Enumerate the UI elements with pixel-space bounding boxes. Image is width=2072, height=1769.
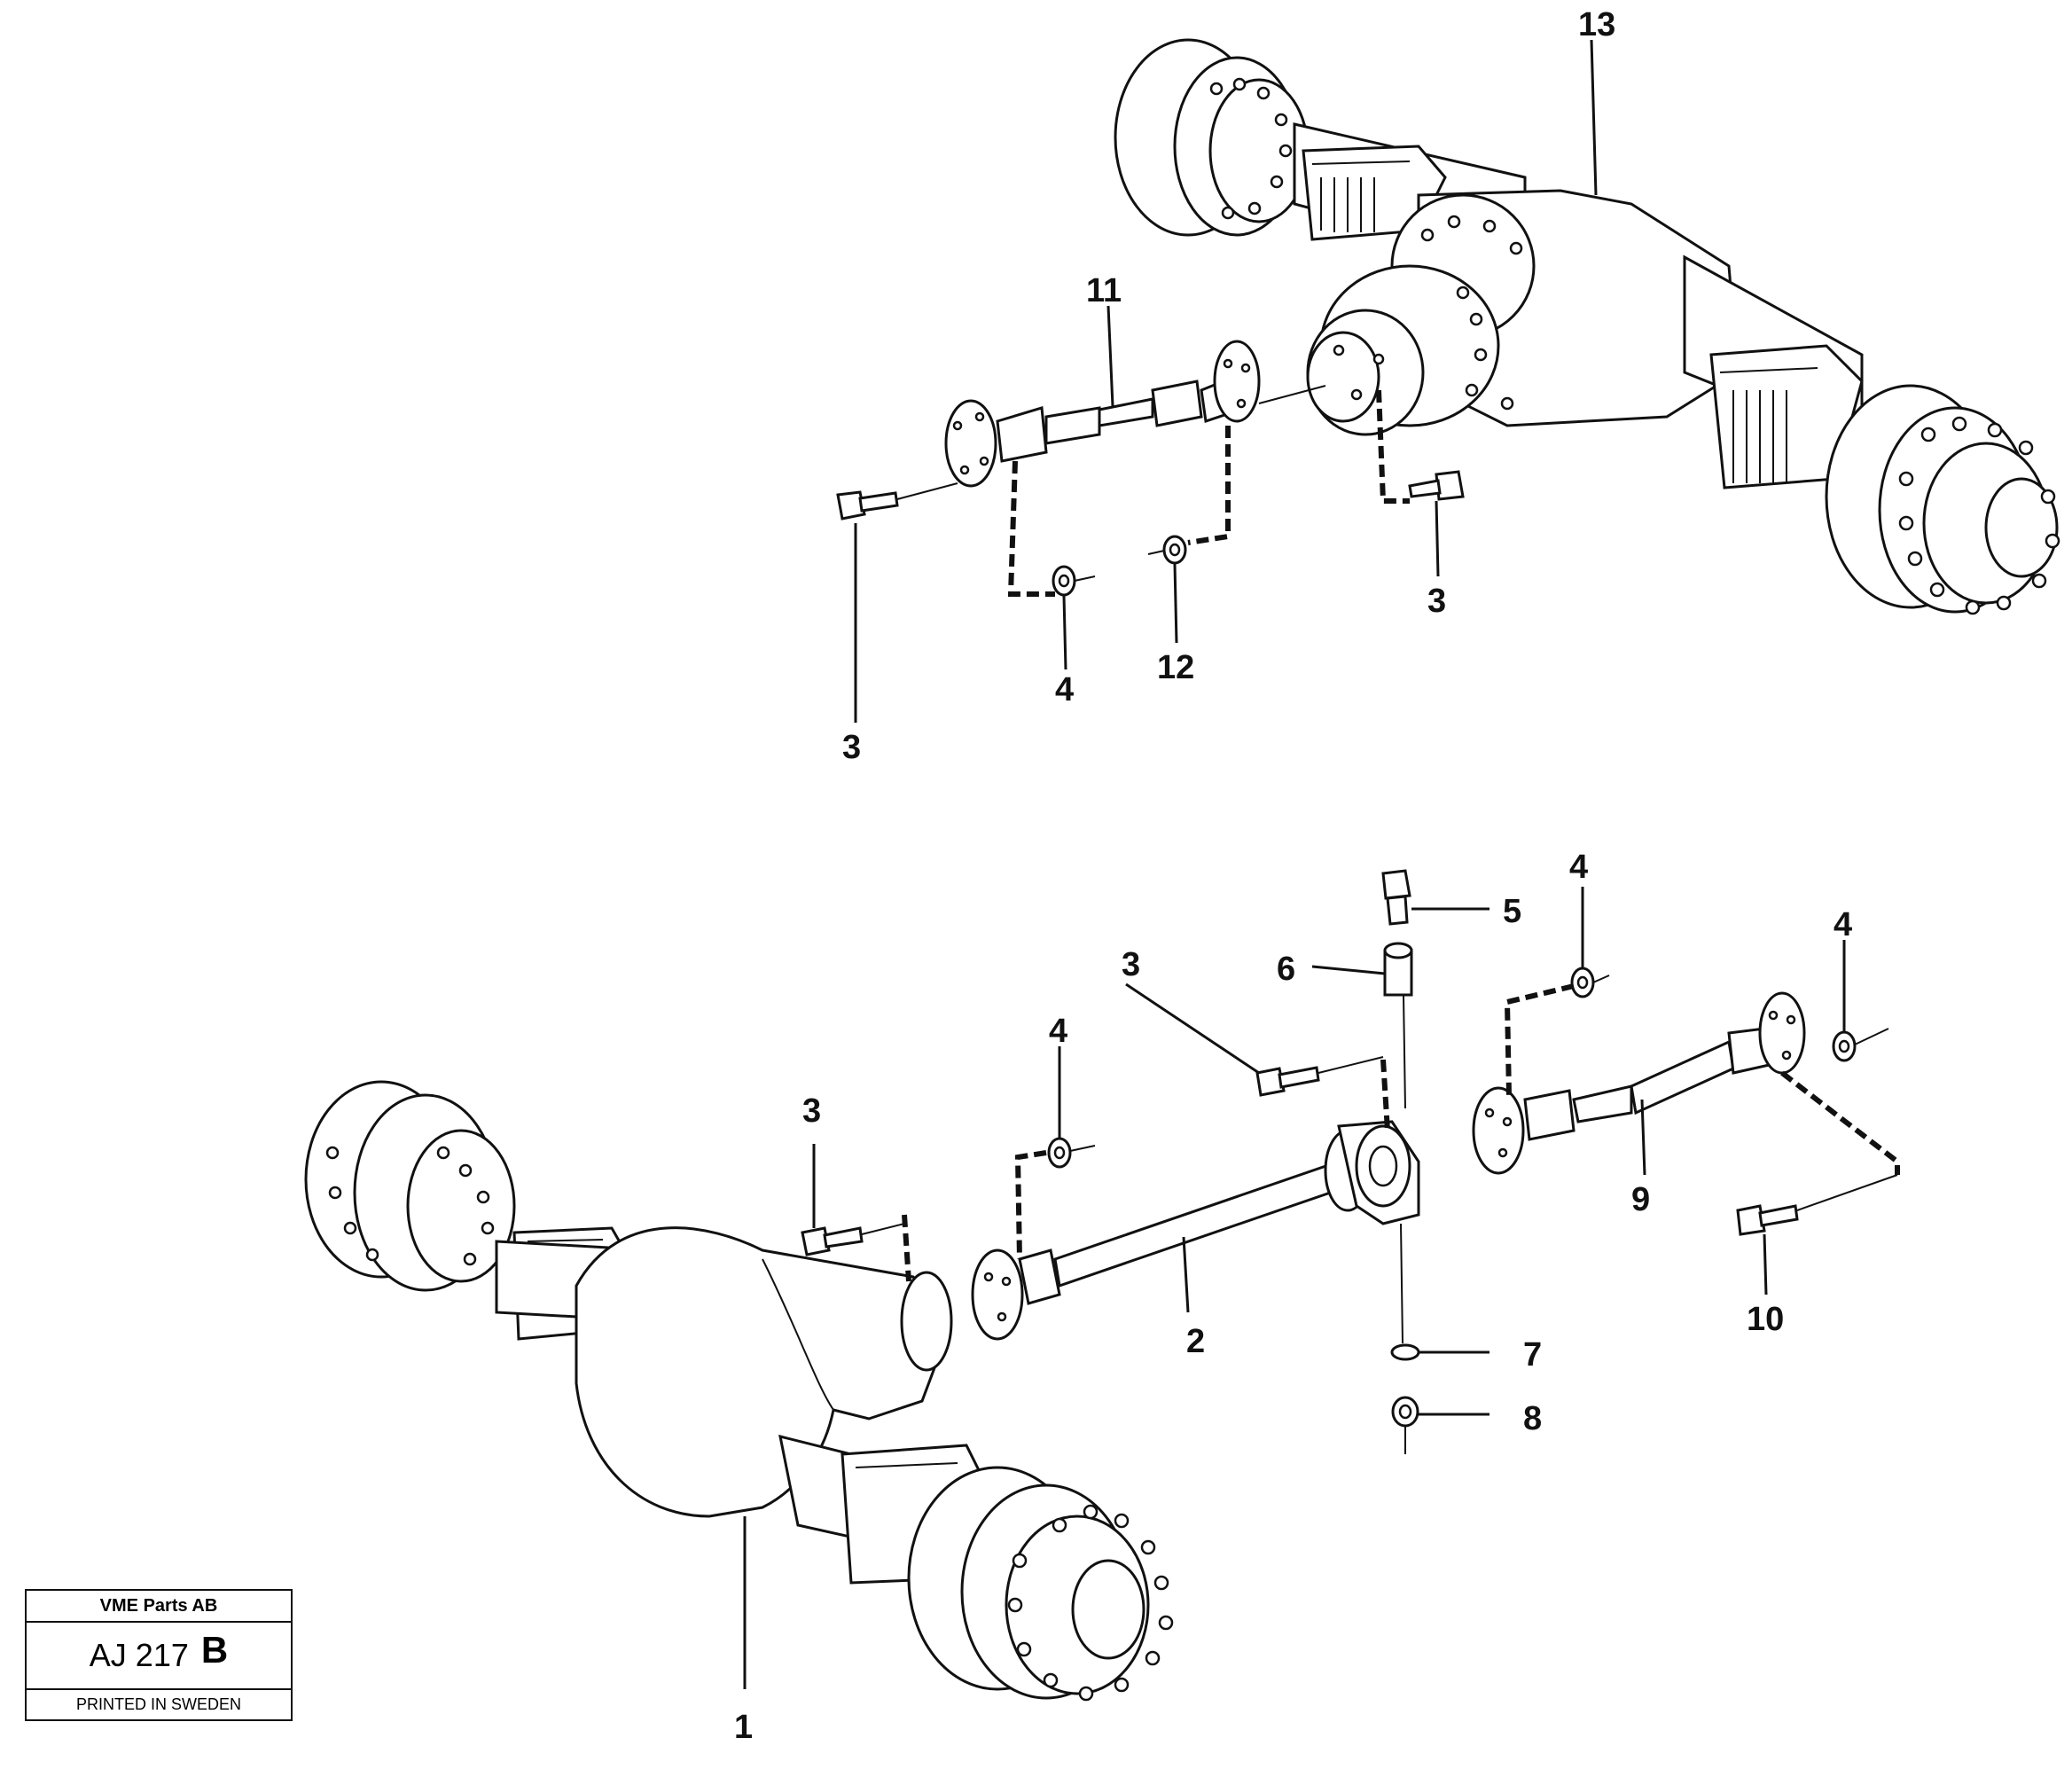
lower-fasteners [801,869,1898,1454]
callout-3: 3 [1427,583,1446,620]
callout-5: 5 [1503,893,1521,930]
callout-13: 13 [1578,6,1615,43]
rear-axle-assembly [1114,38,2060,615]
title-block: VME Parts AB AJ 217 B PRINTED IN SWEDEN [25,1589,293,1721]
leader-lines [743,39,1846,1689]
callout-1: 1 [734,1709,753,1746]
callout-4: 4 [1049,1013,1067,1050]
assembly-line [1187,426,1231,545]
drawing-revision: B [200,1629,229,1671]
printed-note: PRINTED IN SWEDEN [75,1695,241,1713]
callout-3: 3 [842,729,861,766]
assembly-line [1007,460,1055,597]
rear-axle-left-hub [1114,38,1310,237]
callout-12: 12 [1157,649,1194,686]
propeller-shaft-9 [1472,991,1806,1175]
callout-6: 6 [1277,951,1295,988]
callout-labels: 13 11 3 4 12 3 2 3 3 4 5 6 4 4 9 10 7 8 … [734,6,1852,1746]
callout-8: 8 [1523,1400,1542,1437]
company-name: VME Parts AB [27,1591,291,1623]
rear-axle-right-hub [1825,384,2060,615]
assembly-line [1014,1150,1047,1260]
assembly-line [902,1214,911,1282]
propeller-shaft-11 [944,340,1326,488]
assembly-line [1780,1070,1900,1175]
assembly-line [1504,983,1575,1096]
assembly-line [1380,1059,1390,1131]
upper-fasteners [836,470,1465,597]
callout-9: 9 [1631,1181,1650,1218]
callout-4: 4 [1055,671,1074,708]
front-axle-assembly [304,1080,1174,1702]
drawing-number: AJ 217 B [27,1623,291,1690]
propeller-shaft-2 [971,1120,1420,1341]
callout-4: 4 [1834,906,1852,943]
callout-2: 2 [1186,1323,1205,1360]
callout-7: 7 [1523,1336,1542,1374]
callout-11: 11 [1086,272,1122,309]
drawing-code: AJ 217 [89,1637,189,1673]
callout-3: 3 [802,1092,821,1130]
callout-3: 3 [1122,946,1140,983]
callout-4: 4 [1569,849,1588,886]
callout-10: 10 [1747,1301,1784,1338]
